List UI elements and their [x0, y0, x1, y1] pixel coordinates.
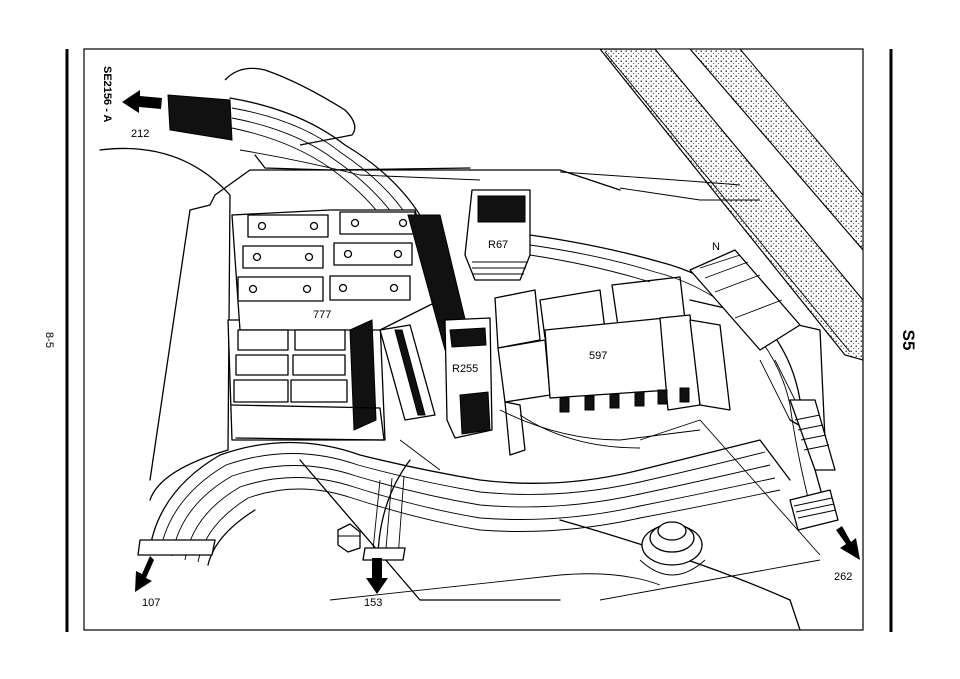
arrow-212	[122, 90, 162, 113]
ref-212: 212	[131, 128, 149, 140]
tape-n-label: N	[712, 241, 720, 253]
figure-id: SE2156 - A	[101, 66, 113, 123]
fusebox-777: 777	[227, 209, 441, 441]
ref-107: 107	[142, 597, 160, 609]
relay-block-pins	[559, 387, 690, 413]
harness-ends	[137, 539, 406, 561]
bulkhead-panels	[99, 147, 826, 630]
relay-r255: R255	[444, 317, 493, 439]
ref-153: 153	[364, 597, 382, 609]
relay-block-597: 597	[494, 276, 731, 456]
fuse-lower-rows	[233, 319, 377, 431]
relay-block-label: 597	[589, 350, 607, 362]
r255-label: R255	[452, 363, 478, 375]
relay-r67: R67	[464, 189, 531, 281]
section-code: S5	[899, 330, 918, 351]
filler-cap	[639, 521, 706, 576]
bolt	[337, 523, 361, 553]
ref-262: 262	[834, 571, 852, 583]
page-number: 8-5	[43, 332, 55, 348]
arrow-262	[836, 526, 860, 560]
fusebox-label: 777	[313, 309, 331, 321]
windscreen-pillar	[599, 49, 863, 361]
fuse-rows	[237, 211, 416, 302]
relay-connectors	[379, 214, 471, 421]
right-harness: N	[529, 234, 839, 531]
arrow-107	[135, 556, 154, 592]
lower-harness	[149, 409, 821, 566]
r67-label: R67	[488, 239, 508, 251]
arrow-153	[366, 558, 388, 594]
engine-bay-drawing: R67	[99, 49, 863, 630]
